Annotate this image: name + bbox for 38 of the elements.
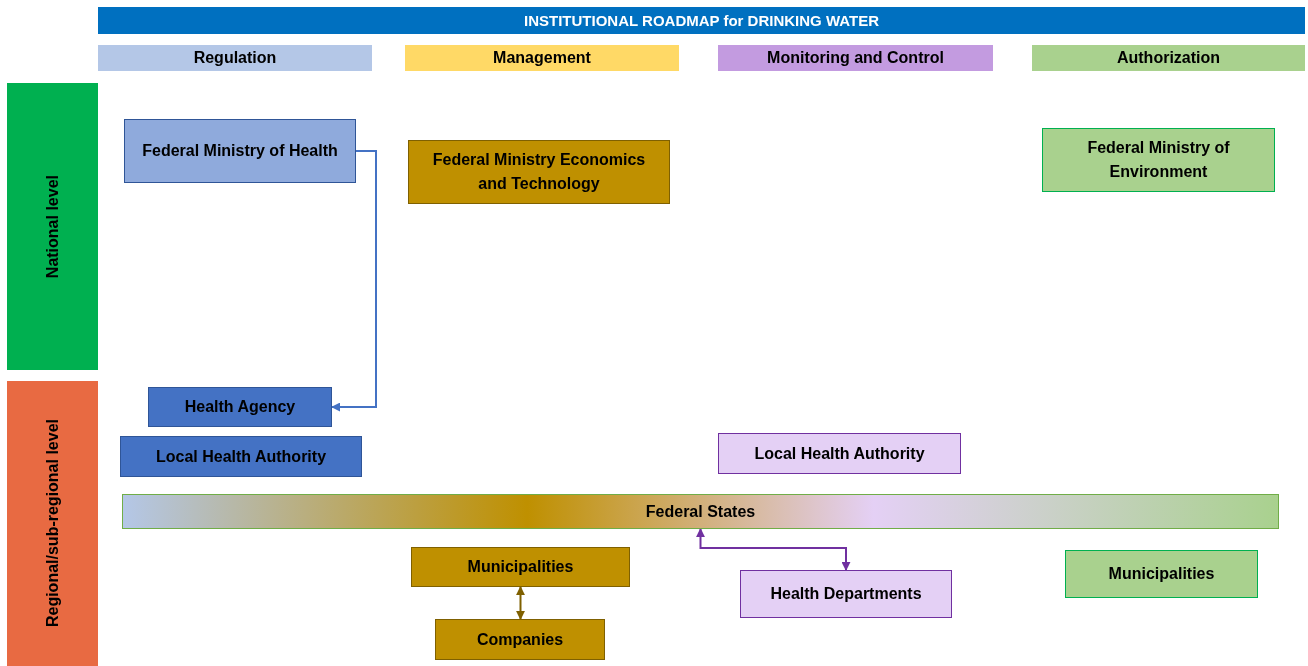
organization-box	[120, 436, 362, 477]
box-text: Federal Ministry of Health	[141, 141, 339, 161]
organization-box	[124, 119, 356, 183]
organization-box	[740, 570, 952, 618]
box-text: Federal States	[644, 501, 757, 522]
organization-box	[411, 547, 630, 587]
box-text: Municipalities	[466, 557, 575, 577]
arrow	[696, 528, 851, 571]
box-text: Local Health Authority	[753, 443, 926, 464]
box-text: Federal Ministry of Environment	[1086, 138, 1231, 182]
box-text: Health Departments	[769, 584, 923, 604]
organization-box	[435, 619, 605, 660]
organization-box	[148, 387, 332, 427]
header-text: Monitoring and Control	[767, 48, 944, 68]
row-band	[7, 381, 98, 666]
organization-box	[1042, 128, 1275, 192]
band-text: National level	[42, 174, 62, 279]
organization-box	[1065, 550, 1258, 598]
organization-box	[408, 140, 670, 204]
title-bar: INSTITUTIONAL ROADMAP for DRINKING WATER	[98, 7, 1305, 34]
band-text: Regional/sub-regional level	[42, 419, 62, 628]
box-text: Companies	[475, 629, 565, 650]
header-text: Management	[493, 48, 591, 68]
box-text: Municipalities	[1107, 564, 1216, 584]
box-text: Local Health Authority	[154, 446, 328, 467]
organization-box	[718, 433, 961, 474]
box-text: Health Agency	[183, 397, 297, 417]
row-band	[7, 83, 98, 370]
column-header	[98, 45, 372, 71]
column-header	[405, 45, 679, 71]
header-text: Regulation	[193, 48, 277, 68]
box-text: Federal Ministry Economics and Technology	[431, 150, 647, 194]
organization-box	[122, 494, 1279, 529]
header-text: Authorization	[1116, 48, 1221, 68]
column-header	[718, 45, 993, 71]
column-header	[1032, 45, 1305, 71]
arrow	[331, 150, 377, 412]
arrow	[516, 586, 525, 620]
